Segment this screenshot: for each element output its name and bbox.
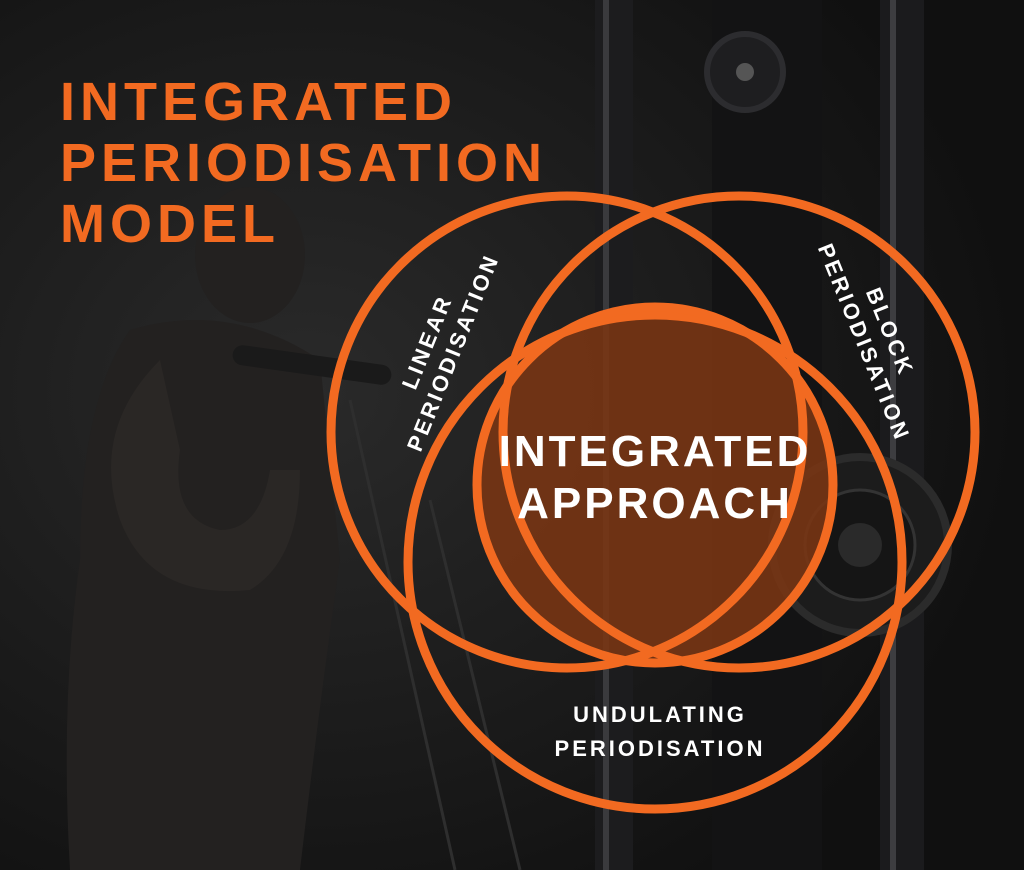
undulating-label-line: UNDULATING <box>573 702 747 727</box>
linear-periodisation-circle <box>326 191 808 673</box>
undulating-label-line: PERIODISATION <box>555 736 766 761</box>
title-line: INTEGRATED <box>60 72 457 132</box>
block-periodisation-circle <box>498 191 980 673</box>
machine-rail <box>880 0 924 870</box>
athlete-silhouette <box>66 187 341 870</box>
integrated-approach-ring <box>472 302 838 668</box>
center-label-line: INTEGRATED <box>499 427 812 476</box>
center-label-line: APPROACH <box>517 479 793 528</box>
block-periodisation-label: BLOCK PERIODISATION <box>813 240 919 445</box>
page-title: INTEGRATED PERIODISATION MODEL <box>60 72 547 255</box>
undulating-periodisation-circle <box>403 310 907 814</box>
integrated-approach-circle <box>477 307 833 663</box>
title-line: PERIODISATION <box>60 133 548 193</box>
title-line: MODEL <box>60 194 280 254</box>
